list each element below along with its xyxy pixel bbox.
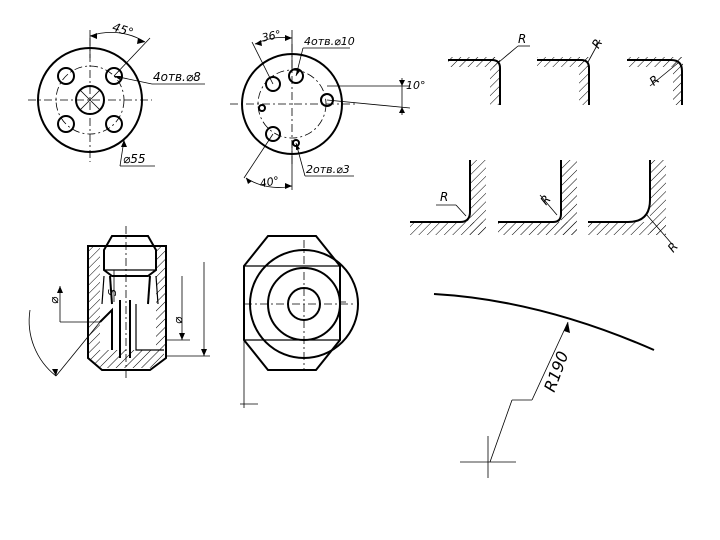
flange-1-holes-label: 4отв.⌀8 — [153, 70, 201, 84]
flange-2-holes-top-label: 4отв.⌀10 — [304, 35, 355, 48]
arc-r190: R190 — [433, 293, 655, 478]
flange-1: 45° 4отв.⌀8 ⌀55 — [28, 20, 205, 167]
flange-2-holes-bottom-label: 2отв.⌀3 — [306, 163, 350, 176]
flange-1-angle-label: 45° — [111, 20, 136, 40]
fillet-examples: R R R R R — [410, 32, 683, 255]
flange-2-holes — [258, 68, 334, 147]
flange-2-bottom-angle-label: 40° — [259, 174, 280, 190]
fillet-4-radius-label: R — [440, 190, 448, 204]
fillet-3: R — [627, 57, 683, 105]
fillet-2-radius-label: R — [589, 36, 605, 50]
fillet-4: R — [410, 160, 486, 235]
nut-section: ⌀ S ⌀ — [28, 226, 210, 378]
fillet-1: R — [448, 32, 530, 105]
arc-curve — [433, 293, 655, 351]
flange-1-holes — [57, 67, 123, 133]
fillet-5: R — [498, 160, 577, 235]
fillet-2: R — [537, 36, 605, 105]
nut-top-view — [240, 235, 359, 408]
fillet-3-radius-label: R — [647, 72, 662, 88]
nut-dia-left-label: ⌀ — [47, 296, 61, 304]
nut-dia-right-label: ⌀ — [171, 316, 185, 324]
flange-2: 36° 4отв.⌀10 10° 2отв.⌀3 40° — [230, 28, 426, 190]
flange-1-diameter-label: ⌀55 — [123, 152, 146, 166]
flange-2-angle-label: 36° — [261, 28, 283, 45]
flange-2-small-angle-label: 10° — [406, 79, 426, 92]
fillet-6-radius-label: R — [665, 240, 681, 255]
fillet-5-radius-label: R — [538, 192, 554, 207]
nut-thread-label: S — [106, 289, 119, 296]
fillet-6: R — [588, 160, 681, 255]
fillet-1-radius-label: R — [518, 32, 526, 46]
